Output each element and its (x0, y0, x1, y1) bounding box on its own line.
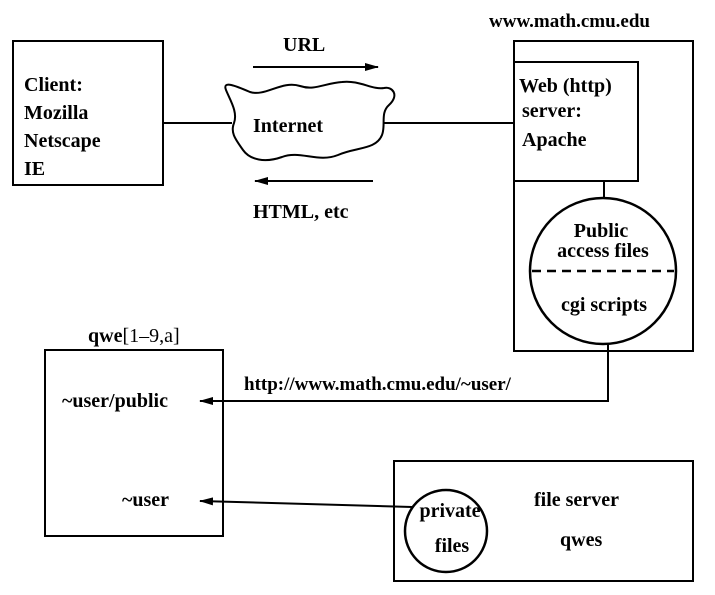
public-dir-label: ~user/public (62, 390, 168, 412)
client-line-1: Client: (24, 74, 83, 96)
home-dir-label: ~user (122, 489, 169, 511)
web-server-line-1: Web (http) (519, 75, 612, 97)
web-server-box (513, 61, 639, 182)
client-line-2: Mozilla (24, 102, 88, 124)
public-url-label: http://www.math.cmu.edu/~user/ (244, 374, 512, 395)
web-server-line-2: server: (522, 100, 582, 122)
private-files-line-1: private (419, 500, 480, 522)
webhost-box: www.math.cmu.edu Web (http) server: Apac… (489, 11, 694, 352)
public-url-arrow (199, 344, 609, 405)
workstations-box: qwe[1–9,a] ~user/public ~user (44, 325, 224, 537)
web-server-line-3: Apache (522, 129, 587, 151)
url-label: URL (283, 34, 325, 56)
public-files-line-1: Public (574, 220, 629, 242)
workstations-name: qwe[1–9,a] (88, 325, 180, 347)
fileserver-name: qwes (560, 529, 602, 551)
client-line-4: IE (24, 158, 45, 180)
public-files-circle (528, 196, 678, 346)
fileserver-label: file server (534, 489, 619, 511)
public-files-line-2: access files (557, 240, 649, 262)
fileserver-box: private files file server qwes (393, 460, 694, 582)
internet-cloud: Internet (224, 80, 396, 162)
private-files-line-2: files (435, 535, 470, 557)
internet-label: Internet (253, 115, 323, 137)
html-label: HTML, etc (253, 201, 349, 223)
cgi-scripts-label: cgi scripts (561, 294, 647, 316)
webhost-hostname: www.math.cmu.edu (489, 11, 650, 32)
client-box: Client: Mozilla Netscape IE (12, 40, 164, 186)
client-line-3: Netscape (24, 130, 101, 152)
private-files-arrow (199, 497, 413, 508)
private-files-circle (403, 488, 489, 574)
